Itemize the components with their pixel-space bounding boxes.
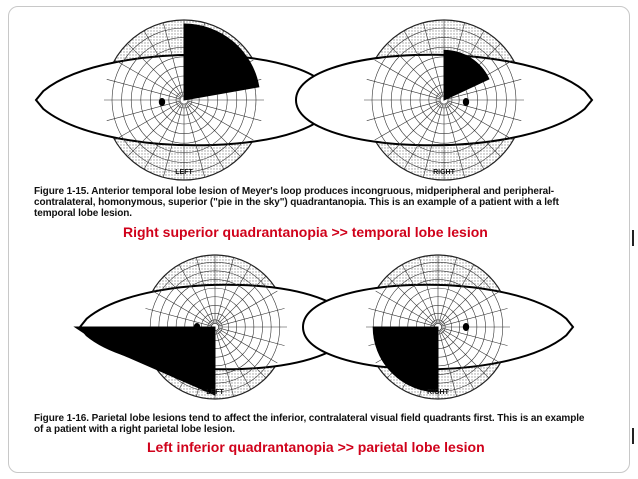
fig1-left-eye-meridian xyxy=(187,100,262,121)
figure-caption-2: Figure 1-16. Parietal lobe lesions tend … xyxy=(34,413,594,435)
fig1-right-eye-meridian xyxy=(387,43,442,98)
fig2-right-eye-meridian xyxy=(440,328,501,364)
fig2-left-eye-blind-spot xyxy=(193,323,201,331)
fig2-left-eye-field-defect xyxy=(73,326,216,396)
slide-frame xyxy=(8,6,630,473)
fig2-right-eye-meridian xyxy=(439,329,475,390)
fig1-right-eye-eye-label: RIGHT xyxy=(433,169,456,176)
fig2-right-eye-meridian xyxy=(386,275,436,325)
caption-text-1: Anterior temporal lobe lesion of Meyer's… xyxy=(34,186,559,219)
edge-marker-1 xyxy=(632,230,634,246)
fig1-right-eye-meridian xyxy=(423,22,444,97)
fig1-left-eye-meridian xyxy=(106,100,181,121)
fig1-left-eye-meridian xyxy=(106,79,181,100)
edge-marker-2 xyxy=(632,428,634,444)
figure-caption-1: Figure 1-15. Anterior temporal lobe lesi… xyxy=(34,186,594,219)
figure-temporal-lobe: LEFT RIGHT Figure 1-15. Anterior temporal… xyxy=(30,18,600,219)
fig1-right-eye-meridian xyxy=(445,103,485,170)
fig2-right-eye-field-defect xyxy=(372,326,439,393)
highlight-text-1: Right superior quadrantanopia >> tempora… xyxy=(123,224,488,240)
fig1-left-eye-meridian xyxy=(185,103,225,170)
fig1-left-eye-meridian xyxy=(143,103,183,170)
fig1-right-eye-meridian xyxy=(447,101,514,141)
fig1-left-eye-meridian xyxy=(114,101,181,141)
highlight-text-2: Left inferior quadrantanopia >> parietal… xyxy=(147,439,485,455)
fig1-right-eye-meridian xyxy=(403,103,443,170)
fig1-right-eye-meridian xyxy=(447,100,522,121)
visual-field-charts-2: LEFT RIGHT xyxy=(30,253,600,413)
fig2-right-eye-meridian xyxy=(440,275,490,325)
fig2-left-eye-meridian xyxy=(217,275,267,325)
caption-text-2: Parietal lobe lesions tend to affect the… xyxy=(34,413,585,435)
fig2-right-eye-meridian xyxy=(375,290,436,326)
fig2-left-eye-meridian xyxy=(217,328,278,364)
fig2-right-eye-meridian xyxy=(419,257,438,324)
fig2-left-eye-meridian xyxy=(152,290,213,326)
fig2-right-eye: RIGHT xyxy=(301,254,575,400)
fig1-right-eye-meridian xyxy=(446,102,501,157)
fig1-right-eye-meridian xyxy=(423,103,444,178)
fig2-right-eye-meridian xyxy=(438,257,457,324)
fig2-left-eye-meridian xyxy=(217,329,267,379)
fig1-right-eye-meridian xyxy=(366,79,441,100)
fig2-right-eye-meridian xyxy=(440,290,501,326)
fig1-left-eye-meridian xyxy=(163,103,184,178)
fig2-left-eye-meridian xyxy=(216,329,252,390)
fig2-left-eye-meridian xyxy=(215,257,234,324)
fig1-left-eye-meridian xyxy=(163,22,184,97)
fig2-left-eye-meridian xyxy=(215,330,234,397)
fig1-right-eye-field-defect xyxy=(443,49,490,101)
fig1-left-eye-meridian xyxy=(184,103,205,178)
fig2-left-eye-meridian xyxy=(145,308,212,327)
fig2-left-eye-meridian xyxy=(178,264,214,325)
fig1-left-eye-field-defect xyxy=(183,23,260,101)
fig2-right-eye-meridian xyxy=(441,308,508,327)
caption-label-2: Figure 1-16. xyxy=(34,413,89,424)
fig1-left-eye-meridian xyxy=(186,102,241,157)
fig2-right-eye-meridian xyxy=(441,327,508,346)
fig1-right-eye-meridian xyxy=(366,100,441,121)
fig2-right-eye-meridian xyxy=(401,264,437,325)
fig2-left-eye: LEFT xyxy=(73,254,352,400)
fig1-left-eye-meridian xyxy=(127,102,182,157)
fig1-right-eye-meridian xyxy=(374,101,441,141)
fig2-left-eye-meridian xyxy=(217,290,278,326)
caption-label-1: Figure 1-15. xyxy=(34,186,89,197)
fig2-right-eye-blind-spot xyxy=(462,323,470,331)
fig1-left-eye-meridian xyxy=(127,43,182,98)
fig1-right-eye-meridian xyxy=(447,79,522,100)
fig1-left-eye: LEFT xyxy=(34,19,334,181)
fig1-left-eye-meridian xyxy=(114,59,181,99)
fig2-right-eye-meridian xyxy=(438,330,457,397)
fig1-left-eye-meridian xyxy=(143,30,183,97)
fig1-left-eye-eye-label: LEFT xyxy=(175,169,193,176)
fig1-right-eye-meridian xyxy=(444,103,465,178)
fig1-right-eye-meridian xyxy=(403,30,443,97)
fig2-right-eye-meridian xyxy=(368,308,435,327)
visual-field-charts-1: LEFT RIGHT xyxy=(30,18,600,186)
fig2-left-eye-meridian xyxy=(218,308,285,327)
fig2-left-eye-meridian xyxy=(163,275,213,325)
fig2-left-eye-meridian xyxy=(218,327,285,346)
fig2-left-eye-meridian xyxy=(216,264,252,325)
fig2-right-eye-eye-label: RIGHT xyxy=(427,389,450,396)
fig2-left-eye-meridian xyxy=(196,257,215,324)
fig1-right-eye-blind-spot xyxy=(462,98,470,106)
figure-parietal-lobe: LEFT RIGHT Figure 1-16. Parietal lobe les… xyxy=(30,253,600,443)
fig1-right-eye-meridian xyxy=(387,102,442,157)
fig2-right-eye-meridian xyxy=(439,264,475,325)
fig1-left-eye-meridian xyxy=(187,101,254,141)
fig1-right-eye: RIGHT xyxy=(294,19,594,181)
fig1-left-eye-blind-spot xyxy=(158,98,166,106)
fig2-right-eye-meridian xyxy=(440,329,490,379)
fig2-left-eye-eye-label: LEFT xyxy=(206,389,224,396)
fig1-right-eye-meridian xyxy=(374,59,441,99)
